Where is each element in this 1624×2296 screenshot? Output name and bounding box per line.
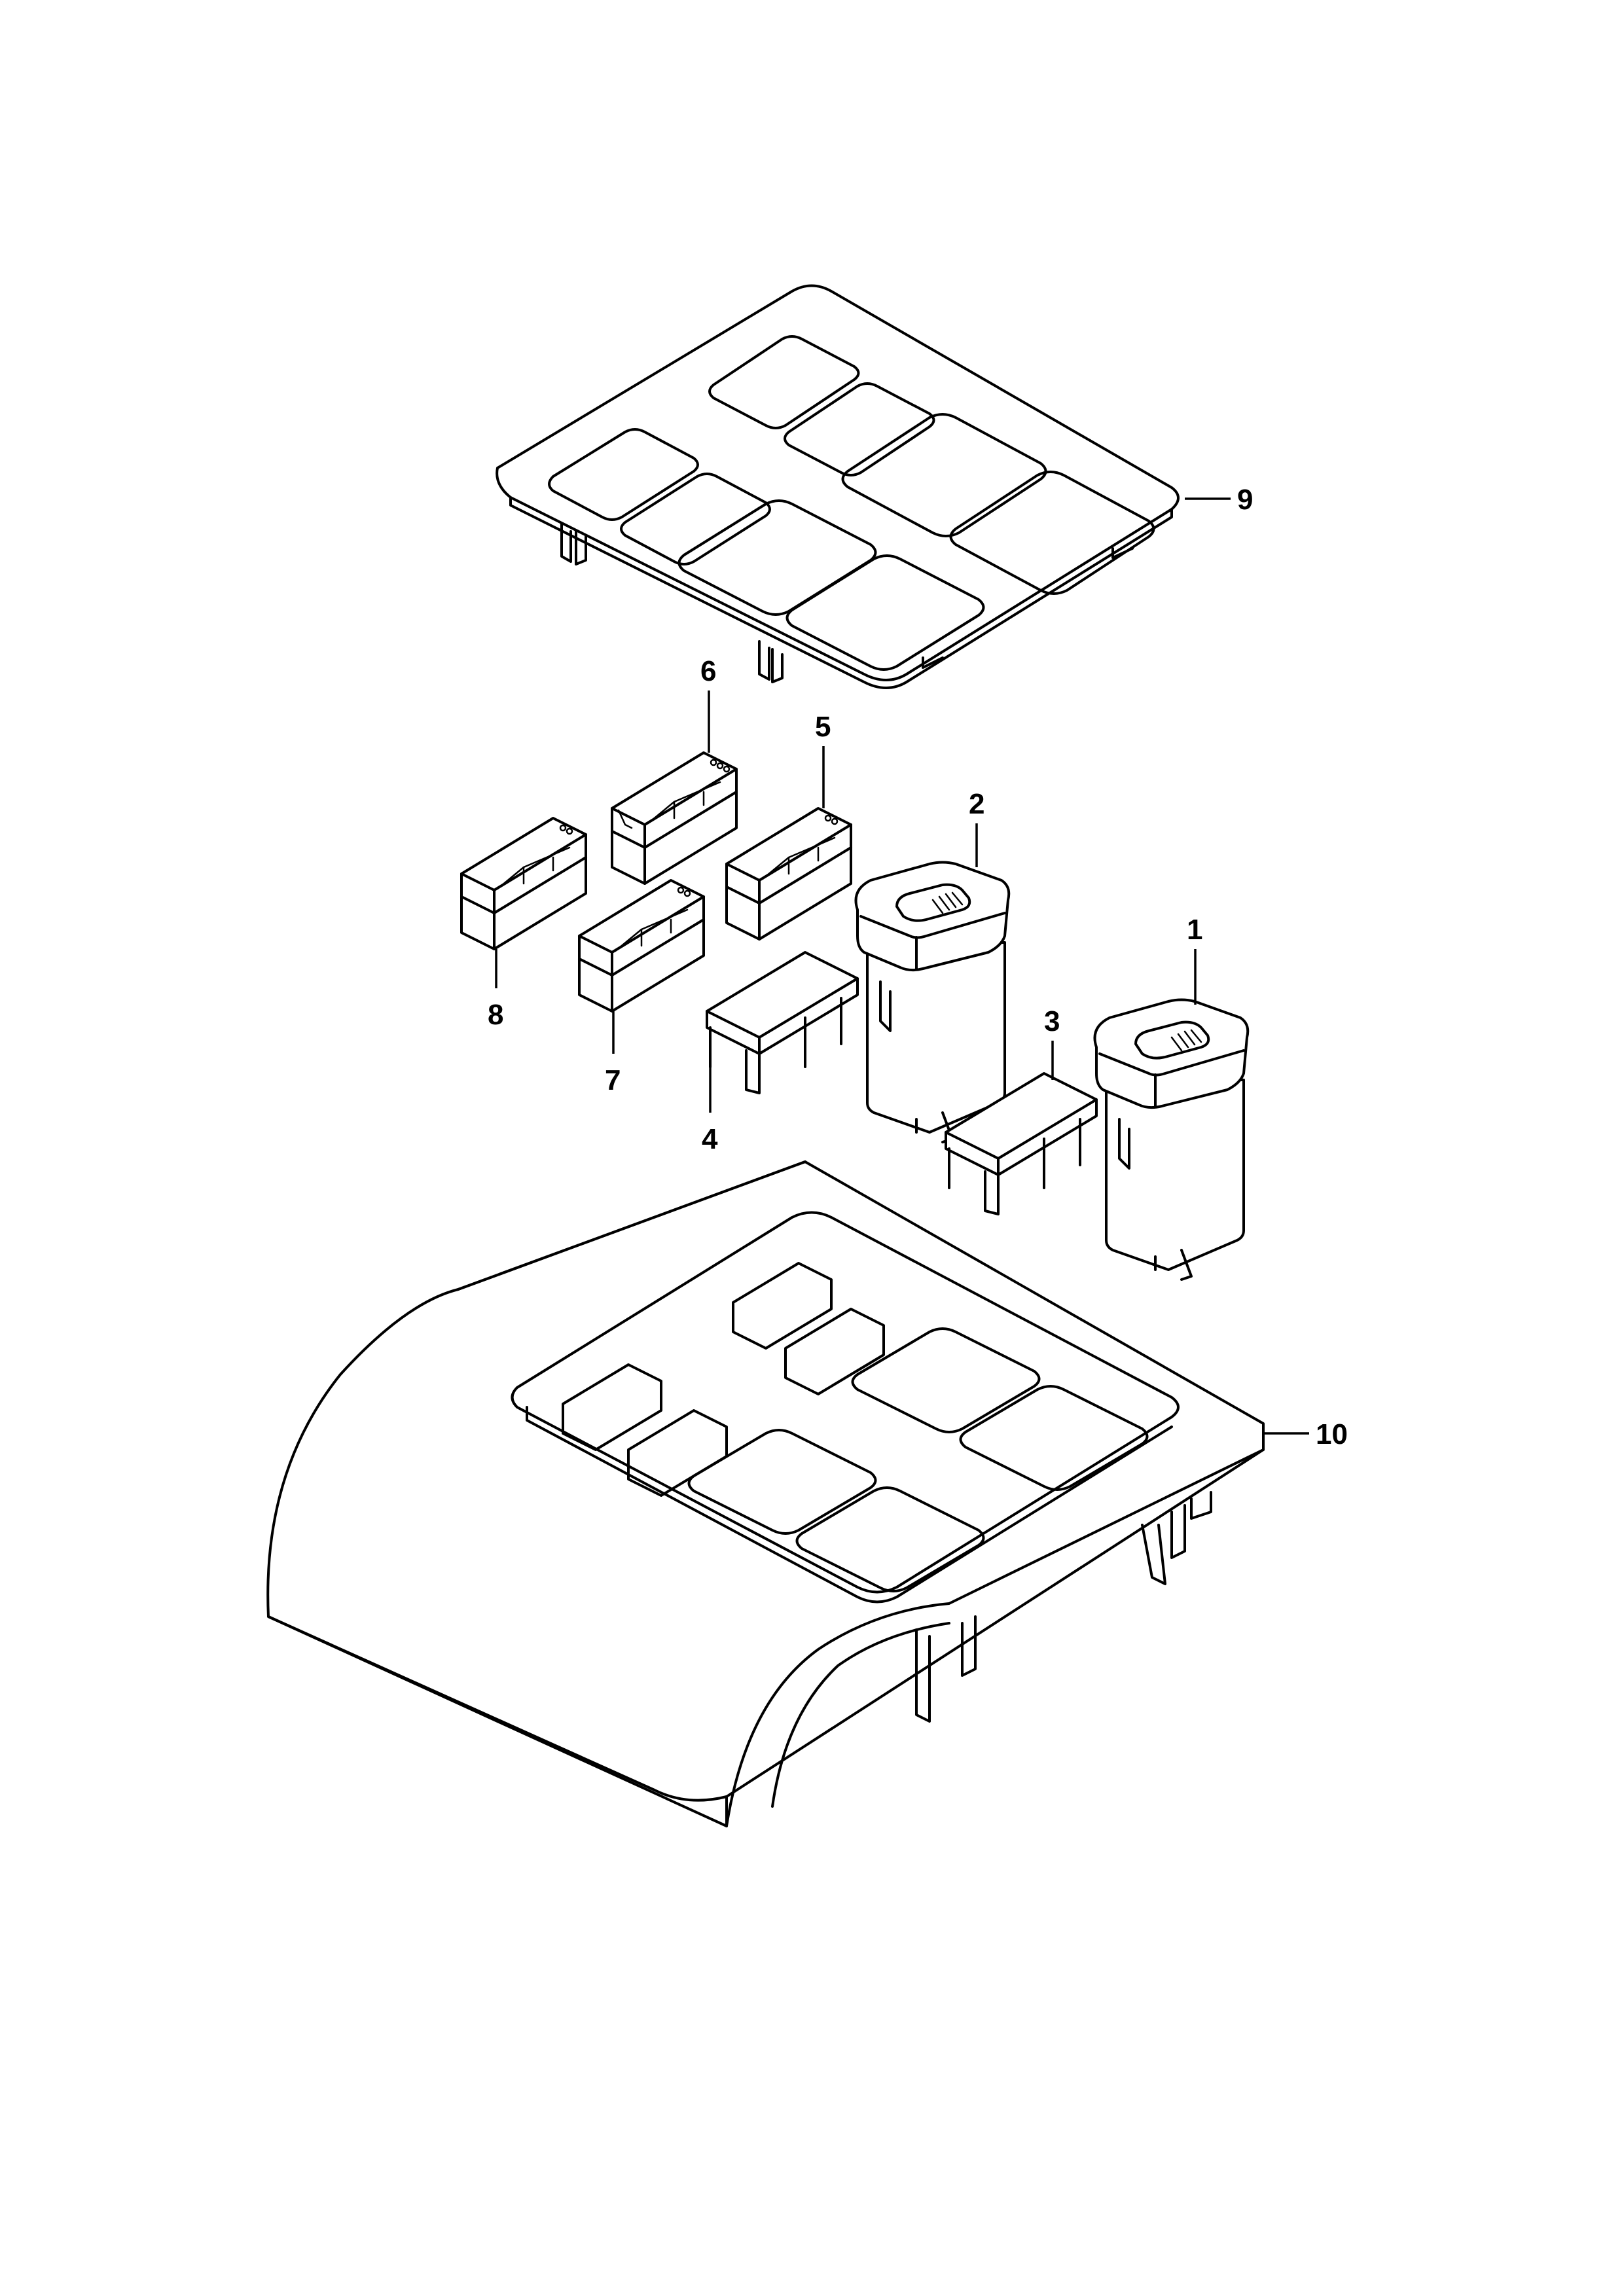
part-3-blank-cover <box>945 1072 1098 1215</box>
leader-lines <box>495 497 1309 1435</box>
callout-9: 9 <box>1237 484 1253 516</box>
callout-1: 1 <box>1187 914 1202 946</box>
part-5-switch-module <box>725 807 852 941</box>
callout-5: 5 <box>815 711 831 743</box>
callout-2: 2 <box>969 788 984 820</box>
part-2-rocker-switch <box>854 861 1011 1143</box>
part-7-switch-module <box>578 879 705 1013</box>
callout-labels: 9 6 5 2 1 3 8 7 4 10 <box>488 484 1348 1450</box>
part-8-switch-module <box>460 817 587 950</box>
part-6-switch-module <box>611 751 738 885</box>
callout-10: 10 <box>1316 1418 1348 1450</box>
callout-8: 8 <box>488 999 503 1031</box>
callout-4: 4 <box>702 1123 718 1155</box>
part-9-cover-plate <box>496 284 1180 689</box>
callout-6: 6 <box>700 655 716 687</box>
part-1-rocker-switch <box>1093 998 1250 1281</box>
part-4-blank-cover <box>706 951 859 1094</box>
callout-3: 3 <box>1044 1005 1060 1037</box>
part-10-console-base <box>266 1160 1265 1827</box>
callout-7: 7 <box>605 1064 621 1096</box>
